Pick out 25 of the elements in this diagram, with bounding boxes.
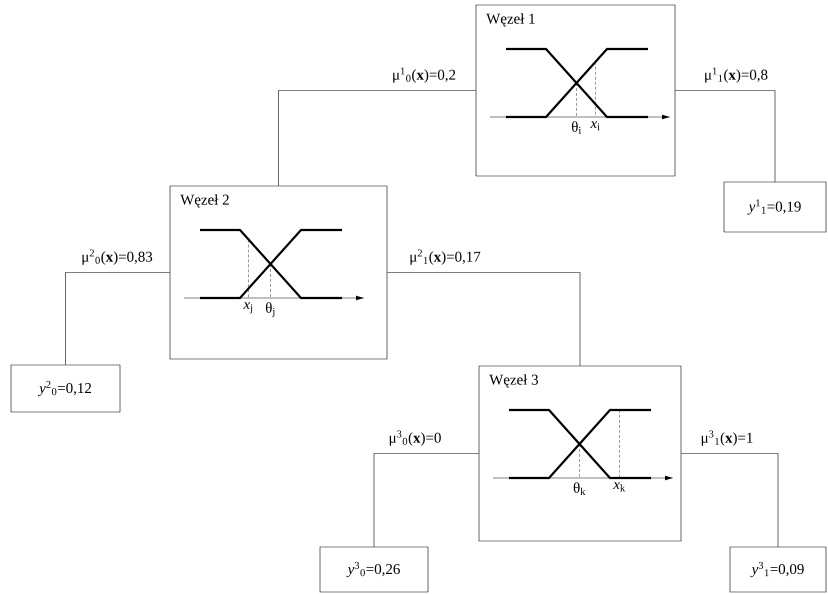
connector-line xyxy=(675,90,776,182)
node-title: Węzeł 3 xyxy=(489,374,538,388)
edge-label: μ$^{3}$$_{0}$(x)=0 xyxy=(388,429,442,447)
connector-line xyxy=(681,453,778,547)
edge-label: μ$^{1}$$_{0}$(x)=0,2 xyxy=(391,66,457,84)
leaf-box: y$^{3}$$_{0}$=0,26 xyxy=(320,546,428,592)
edge-label: μ$^{1}$$_{1}$(x)=0,8 xyxy=(703,66,769,84)
edge-label: μ$^{2}$$_{0}$(x)=0,83 xyxy=(80,248,154,266)
connector-line xyxy=(278,90,476,186)
leaf-box: y$^{3}$$_{1}$=0,09 xyxy=(730,546,826,592)
axis-label: θ$_{i}$ xyxy=(572,121,582,134)
axis-label: x$_{i}$ xyxy=(590,121,600,130)
edge-label: μ$^{2}$$_{1}$(x)=0,17 xyxy=(408,248,482,266)
axis-label: x$_{j}$ xyxy=(243,302,252,314)
edge-label: μ$^{3}$$_{1}$(x)=1 xyxy=(700,429,754,447)
leaf-box: y$^{1}$$_{1}$=0,19 xyxy=(724,182,826,232)
node-title: Węzeł 1 xyxy=(486,13,535,26)
leaf-box: y$^{2}$$_{0}$=0,12 xyxy=(10,364,120,412)
axis-label: θ$_{k}$ xyxy=(574,482,586,495)
connector-line xyxy=(65,272,170,365)
connector-line xyxy=(387,272,580,366)
axis-label: x$_{k}$ xyxy=(613,482,626,492)
axis-label: θ$_{j}$ xyxy=(266,302,274,317)
connector-line xyxy=(374,453,479,547)
node-title: Węzeł 2 xyxy=(180,194,229,208)
